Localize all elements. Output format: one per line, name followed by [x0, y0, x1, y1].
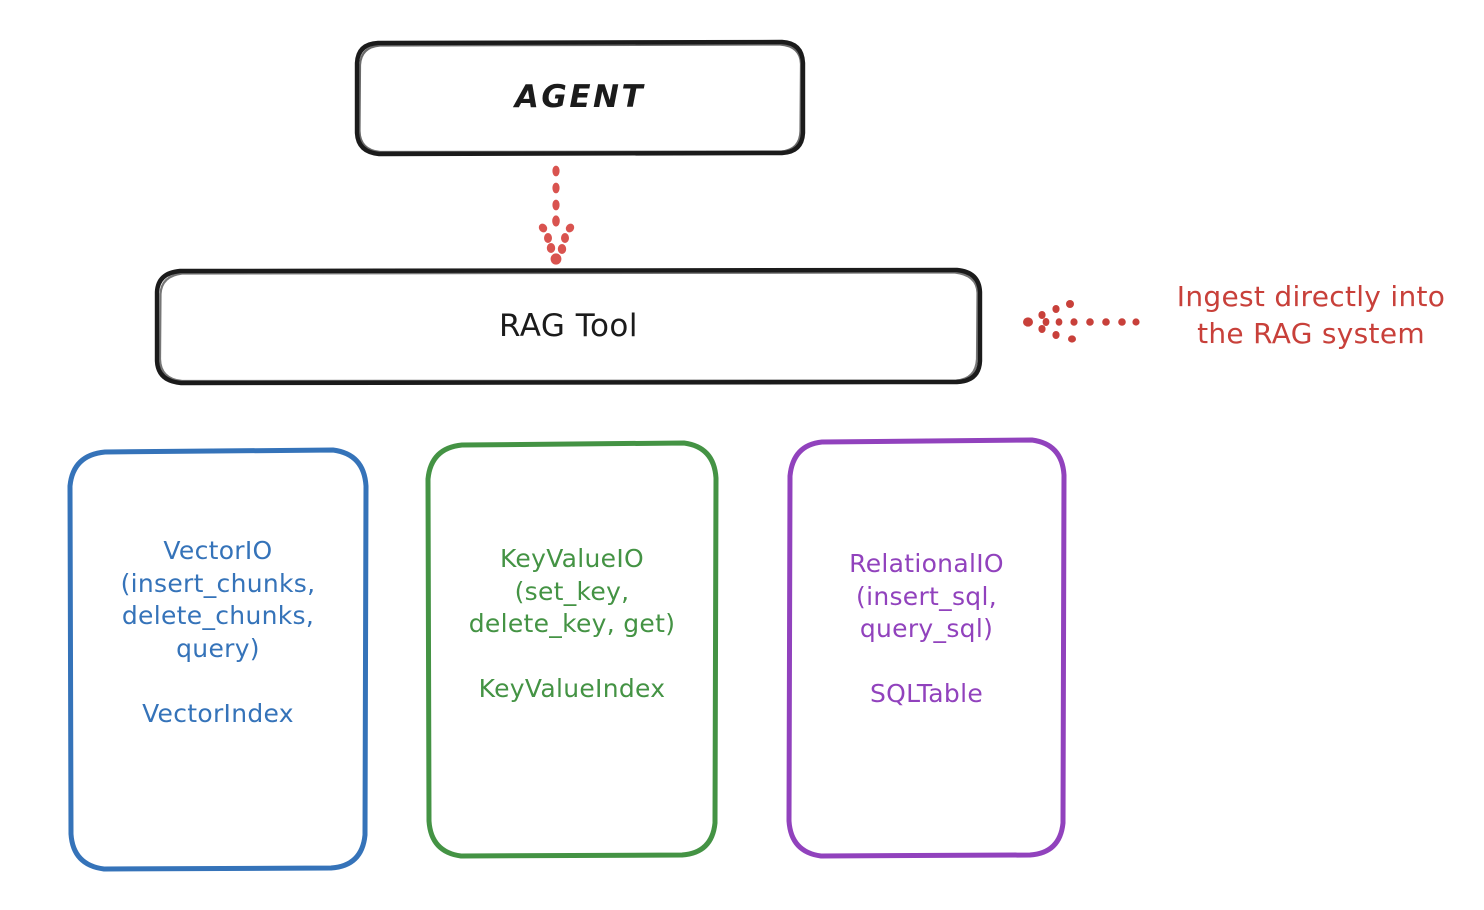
agent-box-outline	[354, 39, 806, 157]
keyvalueio-box-outline	[425, 440, 719, 859]
keyvalueio-node[interactable]: KeyValueIO (set_key, delete_key, get) Ke…	[428, 443, 716, 855]
agent-node[interactable]: AGENT	[357, 42, 803, 154]
relationalio-box-outline	[786, 437, 1067, 859]
ingest-annotation-text: Ingest directly into the RAG system	[1176, 280, 1446, 351]
relationalio-label: RelationalIO (insert_sql, query_sql) SQL…	[849, 549, 1004, 708]
relationalio-node[interactable]: RelationalIO (insert_sql, query_sql) SQL…	[789, 440, 1064, 855]
agent-to-rag-tool-arrow	[538, 165, 575, 265]
rag-tool-box-outline	[154, 267, 983, 386]
ingest-arrow	[1023, 300, 1140, 343]
rag-tool-node[interactable]: RAG Tool	[157, 270, 980, 383]
vectorio-node[interactable]: VectorIO (insert_chunks, delete_chunks, …	[70, 450, 366, 869]
keyvalueio-label: KeyValueIO (set_key, delete_key, get) Ke…	[468, 544, 676, 703]
vectorio-box-outline	[67, 447, 369, 872]
vectorio-label: VectorIO (insert_chunks, delete_chunks, …	[120, 536, 316, 728]
rag-tool-label: RAG Tool	[498, 307, 639, 344]
agent-label: AGENT	[514, 79, 646, 116]
